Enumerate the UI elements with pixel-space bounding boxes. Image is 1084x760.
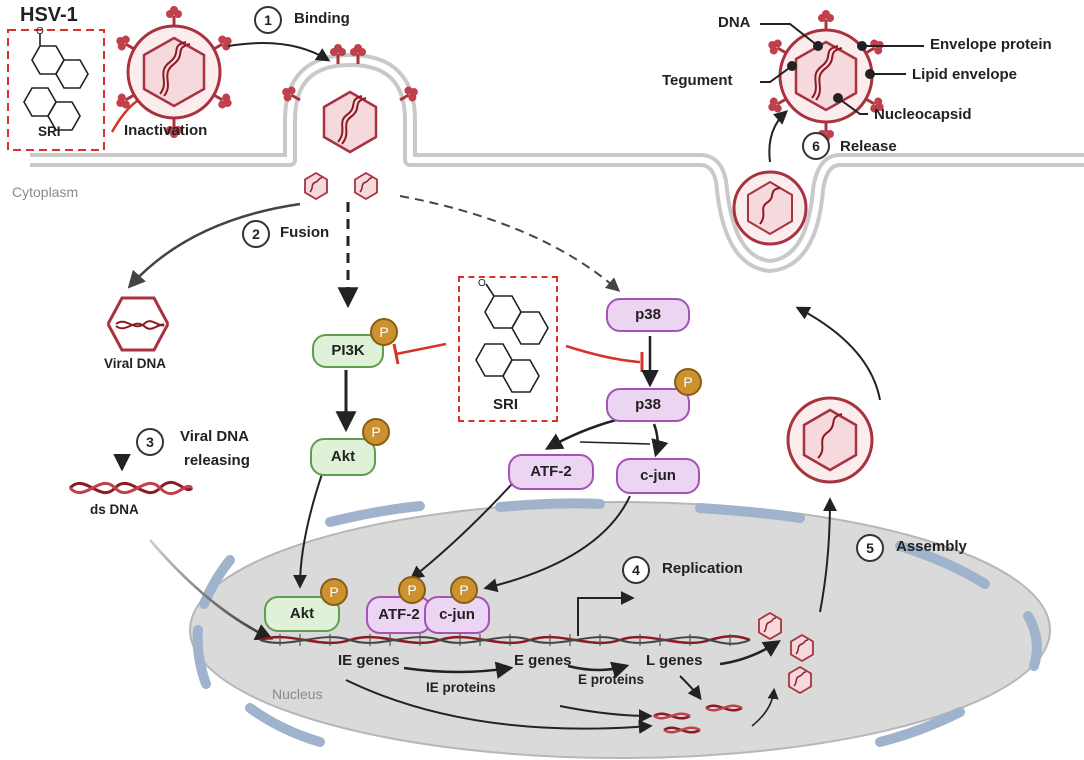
virion-callouts bbox=[760, 23, 924, 115]
ie-genes-label: IE genes bbox=[338, 652, 400, 669]
akt-to-nuclear-akt-arrow bbox=[293, 473, 323, 589]
l-to-capsid-arrow bbox=[719, 640, 781, 666]
step-1-badge: 1 bbox=[254, 6, 282, 34]
virion-binding bbox=[322, 90, 378, 154]
release-arrow bbox=[768, 110, 789, 163]
step-6-badge: 6 bbox=[802, 132, 830, 160]
ie-to-e-arrow bbox=[403, 661, 514, 679]
p38-phospho-node: p38 bbox=[606, 388, 690, 422]
nuclear-atf2-node: ATF-2 bbox=[366, 596, 432, 634]
capsid-nuclear-3 bbox=[788, 666, 812, 694]
sri-inhibit-pi3k-bar bbox=[392, 343, 400, 365]
l-to-dna-arrow bbox=[679, 675, 702, 701]
akt-node: Akt bbox=[310, 438, 376, 476]
step-5-label: Assembly bbox=[896, 538, 967, 555]
genome-dna bbox=[259, 634, 751, 646]
cytoplasm-label: Cytoplasm bbox=[12, 184, 79, 200]
nucleus bbox=[189, 498, 1051, 759]
capsid-export-arrow bbox=[819, 497, 837, 613]
envelope-protein-callout: Envelope protein bbox=[930, 36, 1052, 53]
fusion-to-p38-arrow bbox=[399, 195, 621, 292]
plasma-membrane bbox=[30, 53, 1084, 273]
ie-proteins-label: IE proteins bbox=[426, 680, 496, 695]
dna-callout: DNA bbox=[718, 14, 751, 31]
sri-inhibit-pi3k bbox=[395, 342, 447, 356]
sri-label-top: SRI bbox=[38, 124, 61, 139]
nuclear-akt-phospho: P bbox=[320, 578, 348, 606]
virion-budding bbox=[732, 170, 808, 246]
e-genes-label: E genes bbox=[514, 652, 572, 669]
e-proteins-label: E proteins bbox=[578, 672, 645, 687]
p38-phospho: P bbox=[674, 368, 702, 396]
sri-label-middle: SRI bbox=[493, 396, 519, 413]
virion-assembled bbox=[786, 396, 874, 484]
step-2-label: Fusion bbox=[280, 224, 330, 241]
replicated-dna bbox=[653, 704, 743, 734]
sri-structure-middle bbox=[475, 283, 549, 393]
ds-dna-strand bbox=[68, 480, 194, 496]
ie-to-dna-arrow bbox=[345, 679, 653, 734]
tegument-callout: Tegument bbox=[662, 72, 733, 89]
capsid-nuclear-1 bbox=[758, 612, 782, 640]
cjun-to-nucleus-arrow bbox=[483, 495, 631, 593]
e-to-dna-arrow bbox=[559, 705, 653, 723]
dsdna-to-nucleus-arrow bbox=[149, 539, 274, 641]
binding-arrow bbox=[227, 42, 331, 62]
capsid-nuclear-2 bbox=[790, 634, 814, 662]
sri-carbonyl: O bbox=[478, 278, 486, 289]
nucleus-label: Nucleus bbox=[272, 686, 323, 702]
dna-to-capsid-arrow bbox=[751, 687, 779, 727]
atf2-node: ATF-2 bbox=[508, 454, 594, 490]
nucleocapsid-callout: Nucleocapsid bbox=[874, 106, 972, 123]
ds-dna-label: ds DNA bbox=[90, 502, 139, 517]
step-2-badge: 2 bbox=[242, 220, 270, 248]
pp38-to-cjun-arrow bbox=[651, 423, 669, 458]
step-4-badge: 4 bbox=[622, 556, 650, 584]
viral-dna-label: Viral DNA bbox=[104, 356, 167, 371]
svg-text:O: O bbox=[36, 26, 44, 37]
step-6-label: Release bbox=[840, 138, 897, 155]
l-genes-label: L genes bbox=[646, 652, 703, 669]
capsid-fusion-2 bbox=[354, 172, 378, 200]
nuclear-atf2-phospho: P bbox=[398, 576, 426, 604]
nuclear-cjun-phospho: P bbox=[450, 576, 478, 604]
akt-phospho: P bbox=[362, 418, 390, 446]
step-3-label-line1: Viral DNA bbox=[180, 428, 249, 445]
step-3-label-line2: releasing bbox=[184, 452, 250, 469]
virion-free bbox=[111, 4, 237, 140]
replication-start-arrow bbox=[577, 591, 635, 636]
e-to-l-arrow bbox=[567, 661, 630, 679]
sri-box-middle bbox=[458, 276, 558, 422]
step-4-label: Replication bbox=[662, 560, 743, 577]
sri-structure-top: O bbox=[7, 26, 105, 151]
step-3-badge: 3 bbox=[136, 428, 164, 456]
atf2-to-nucleus-arrow bbox=[409, 483, 513, 580]
assembly-to-release-arrow bbox=[795, 306, 881, 401]
step-5-badge: 5 bbox=[856, 534, 884, 562]
cjun-node: c-jun bbox=[616, 458, 700, 494]
lipid-envelope-callout: Lipid envelope bbox=[912, 66, 1018, 83]
step-1-label: Binding bbox=[294, 10, 350, 27]
p38-node: p38 bbox=[606, 298, 690, 332]
sri-inhibit-p38 bbox=[565, 344, 641, 364]
pi3k-node: PI3K bbox=[312, 334, 384, 368]
virus-title: HSV-1 bbox=[20, 4, 78, 26]
viral-dna-capsid bbox=[106, 296, 170, 352]
pi3k-phospho: P bbox=[370, 318, 398, 346]
fusion-to-viraldna-arrow bbox=[127, 202, 301, 289]
inactivation-label: Inactivation bbox=[124, 122, 208, 139]
capsid-fusion-1 bbox=[304, 172, 328, 200]
p38-cjun-line bbox=[579, 441, 651, 445]
pp38-to-atf2-arrow bbox=[544, 418, 617, 450]
